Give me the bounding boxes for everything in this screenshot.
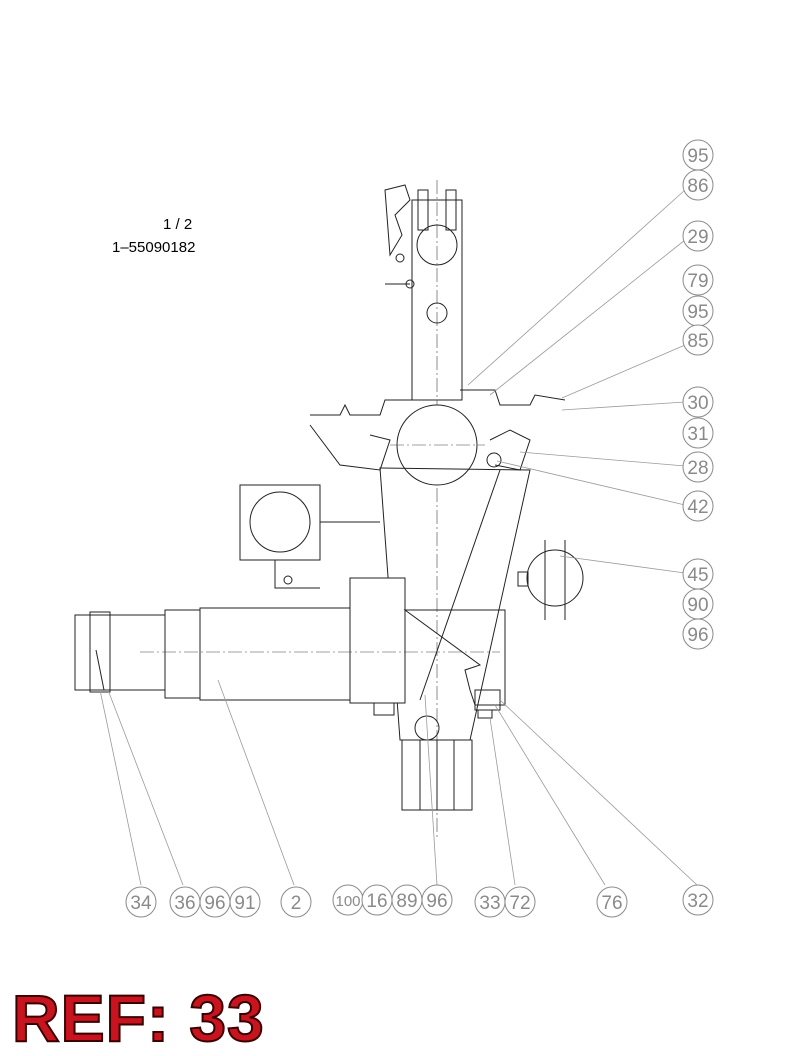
callouts-bottom: 34 36 96 91 2 100 16 89 96 33 72 76 32 xyxy=(125,884,714,918)
svg-text:79: 79 xyxy=(687,271,708,292)
callout-16: 16 xyxy=(361,884,393,916)
callout-45: 45 xyxy=(682,558,714,590)
callout-96-a: 96 xyxy=(199,886,231,918)
svg-text:90: 90 xyxy=(687,595,708,616)
callout-89: 89 xyxy=(391,884,423,916)
svg-text:96: 96 xyxy=(426,891,447,912)
svg-text:29: 29 xyxy=(687,227,708,248)
callout-95-b: 95 xyxy=(682,295,714,327)
svg-text:33: 33 xyxy=(479,893,500,914)
svg-text:31: 31 xyxy=(687,424,708,445)
svg-text:95: 95 xyxy=(687,302,708,323)
svg-text:28: 28 xyxy=(687,458,708,479)
callout-100: 100 xyxy=(332,884,364,916)
callout-91: 91 xyxy=(229,886,261,918)
callout-96-b: 96 xyxy=(421,884,453,916)
callout-86: 86 xyxy=(682,169,714,201)
callout-79: 79 xyxy=(682,264,714,296)
callout-72: 72 xyxy=(504,886,536,918)
callouts-right: 95 86 29 79 95 85 30 31 28 42 45 90 96 xyxy=(682,139,714,650)
svg-text:96: 96 xyxy=(204,893,225,914)
callout-34: 34 xyxy=(125,886,157,918)
callout-28: 28 xyxy=(682,451,714,483)
svg-text:34: 34 xyxy=(130,893,152,914)
svg-text:45: 45 xyxy=(687,565,708,586)
callout-42: 42 xyxy=(682,490,714,522)
drawing-number: 1–55090182 xyxy=(112,239,196,256)
svg-text:32: 32 xyxy=(687,891,708,912)
svg-text:89: 89 xyxy=(396,891,417,912)
svg-text:72: 72 xyxy=(509,893,530,914)
svg-text:96: 96 xyxy=(687,625,708,646)
svg-text:85: 85 xyxy=(687,331,708,352)
svg-text:16: 16 xyxy=(366,891,387,912)
svg-text:95: 95 xyxy=(687,146,708,167)
callout-96-right: 96 xyxy=(682,618,714,650)
callout-29: 29 xyxy=(682,220,714,252)
ref-label: REF: 33 xyxy=(11,980,265,1056)
svg-text:86: 86 xyxy=(687,176,708,197)
callout-31: 31 xyxy=(682,417,714,449)
callout-95-a: 95 xyxy=(682,139,714,171)
callout-32: 32 xyxy=(682,884,714,916)
sheet-page-indicator: 1 / 2 xyxy=(163,216,193,233)
svg-text:91: 91 xyxy=(234,893,255,914)
svg-text:100: 100 xyxy=(335,893,360,910)
mechanism-outline xyxy=(74,180,584,840)
callout-2: 2 xyxy=(280,886,312,918)
svg-text:76: 76 xyxy=(601,893,622,914)
leader-lines xyxy=(99,189,698,886)
callout-36: 36 xyxy=(169,886,201,918)
callout-85: 85 xyxy=(682,324,714,356)
callout-90: 90 xyxy=(682,588,714,620)
callout-30: 30 xyxy=(682,386,714,418)
svg-text:2: 2 xyxy=(291,893,302,914)
svg-text:36: 36 xyxy=(174,893,195,914)
callout-33: 33 xyxy=(474,886,506,918)
callout-76: 76 xyxy=(596,886,628,918)
svg-text:30: 30 xyxy=(687,393,708,414)
svg-text:42: 42 xyxy=(687,497,708,518)
